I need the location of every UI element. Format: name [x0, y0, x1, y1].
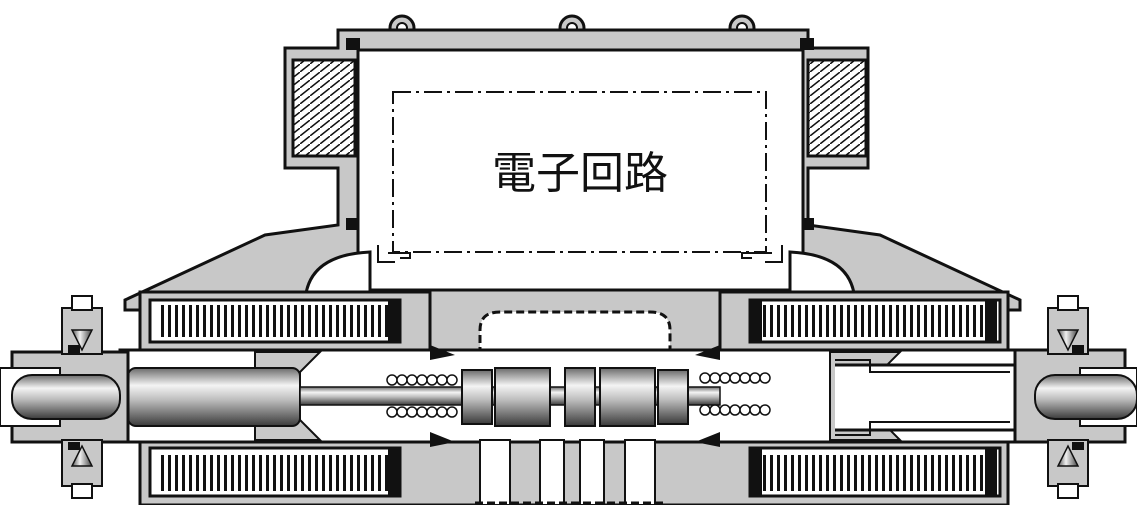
spring-right — [699, 372, 771, 416]
spool-land-2 — [564, 367, 596, 427]
spool-land-1 — [494, 367, 551, 427]
coil-bottom-right — [758, 455, 990, 491]
electronics-housing: 電子回路 — [123, 14, 1022, 312]
left-end-cap — [0, 295, 130, 499]
coil-top-right — [758, 305, 990, 337]
manual-pin-right — [1034, 374, 1137, 420]
circuit-box — [356, 48, 805, 292]
spring-left — [386, 374, 458, 418]
right-end-cap — [1013, 295, 1137, 499]
spool-land-3 — [599, 367, 656, 427]
thread-block-right — [806, 58, 868, 158]
center-label: 電子回路 — [492, 148, 668, 199]
manual-pin-left — [11, 374, 121, 420]
circuit-frame — [392, 91, 767, 253]
armature-left — [127, 367, 301, 427]
thread-block-left — [291, 58, 357, 158]
coil-top-left — [160, 305, 392, 337]
coil-bottom-left — [160, 455, 392, 491]
